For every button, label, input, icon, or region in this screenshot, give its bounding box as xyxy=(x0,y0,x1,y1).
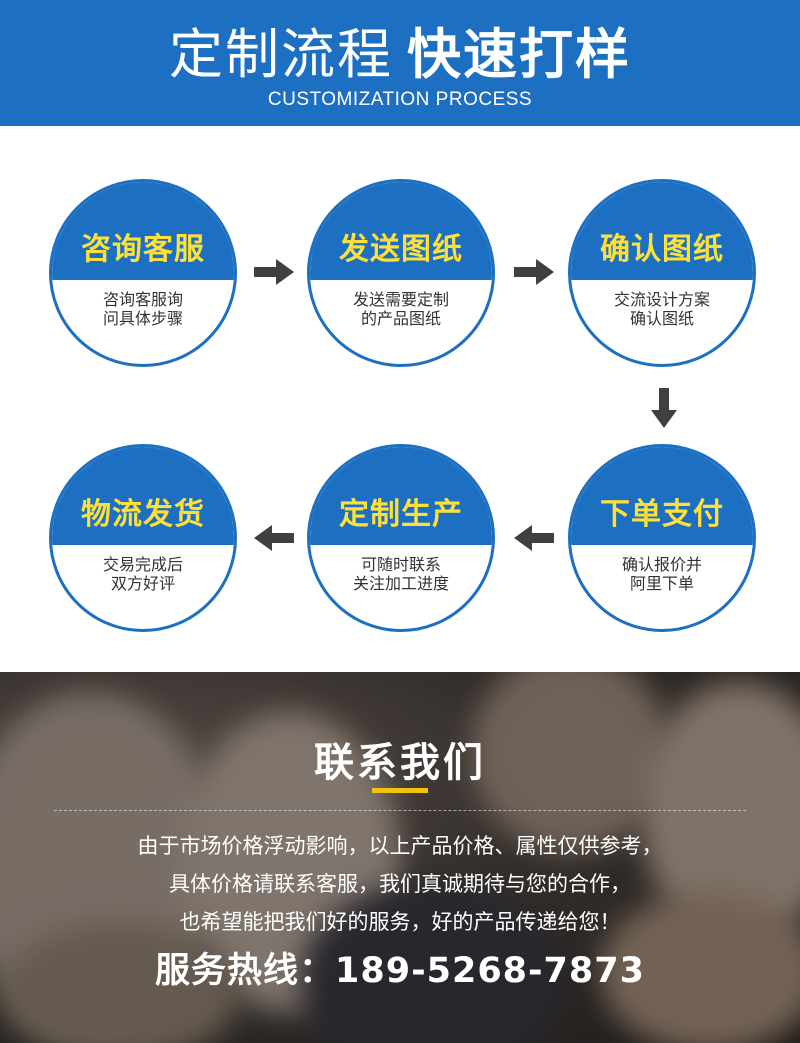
page-subtitle: CUSTOMIZATION PROCESS xyxy=(267,89,533,110)
step-description: 可随时联系 关注加工进度 xyxy=(350,555,452,593)
step-desc-line: 确认图纸 xyxy=(629,309,694,328)
arrow-left-icon xyxy=(254,523,294,553)
contact-notice-line: 也希望能把我们好的服务，好的产品传递给您！ xyxy=(179,910,621,934)
step-desc-line: 阿里下单 xyxy=(629,574,694,593)
step-desc-line: 可随时联系 xyxy=(360,555,441,574)
title-light: 定制流程 xyxy=(169,23,393,86)
step-send-drawings: 发送图纸 发送需要定制 的产品图纸 xyxy=(307,179,495,367)
contact-notice-line: 由于市场价格浮动影响，以上产品价格、属性仅供参考， xyxy=(137,834,663,858)
step-desc-line: 交易完成后 xyxy=(102,555,183,574)
step-logistics-shipping: 物流发货 交易完成后 双方好评 xyxy=(49,444,237,632)
step-desc-line: 咨询客服询 xyxy=(102,290,183,309)
contact-notice-line: 具体价格请联系客服，我们真诚期待与您的合作， xyxy=(169,872,631,896)
background-photo xyxy=(0,922,240,1043)
step-header xyxy=(310,447,492,545)
step-header xyxy=(52,182,234,280)
contact-section: 联系我们 由于市场价格浮动影响，以上产品价格、属性仅供参考， 具体价格请联系客服… xyxy=(0,672,800,1043)
process-flow: 咨询客服 咨询客服询 问具体步骤 发送图纸 发送需要定制 的产品图纸 确认图纸 … xyxy=(0,126,800,672)
background-photo xyxy=(470,672,670,852)
page-title: 定制流程快速打样 xyxy=(0,10,800,89)
header-banner: 定制流程快速打样 CUSTOMIZATION PROCESS xyxy=(0,0,800,126)
hotline-number[interactable]: 189-5268-7873 xyxy=(335,951,645,991)
background-photo xyxy=(600,892,800,1043)
dashed-divider xyxy=(54,810,746,811)
step-header xyxy=(310,182,492,280)
step-consult-service: 咨询客服 咨询客服询 问具体步骤 xyxy=(49,179,237,367)
arrow-right-icon xyxy=(254,257,294,287)
step-desc-line: 发送需要定制 xyxy=(352,290,449,309)
step-description: 发送需要定制 的产品图纸 xyxy=(350,290,452,328)
arrow-left-icon xyxy=(514,523,554,553)
title-underline xyxy=(372,788,428,793)
step-custom-production: 定制生产 可随时联系 关注加工进度 xyxy=(307,444,495,632)
contact-title: 联系我们 xyxy=(314,740,486,786)
step-title: 下单支付 xyxy=(600,497,724,532)
step-desc-line: 关注加工进度 xyxy=(352,574,449,593)
step-description: 确认报价并 阿里下单 xyxy=(611,555,713,593)
hotline-label: 服务热线： xyxy=(155,951,336,991)
background-photo xyxy=(300,882,560,1043)
step-desc-line: 交流设计方案 xyxy=(613,290,710,309)
background-overlay xyxy=(0,672,800,1043)
step-desc-line: 双方好评 xyxy=(110,574,175,593)
step-confirm-drawings: 确认图纸 交流设计方案 确认图纸 xyxy=(568,179,756,367)
step-description: 交流设计方案 确认图纸 xyxy=(611,290,713,328)
step-title: 确认图纸 xyxy=(600,232,724,267)
step-header xyxy=(571,447,753,545)
step-desc-line: 确认报价并 xyxy=(621,555,702,574)
step-desc-line: 的产品图纸 xyxy=(360,309,441,328)
step-description: 咨询客服询 问具体步骤 xyxy=(92,290,194,328)
step-order-payment: 下单支付 确认报价并 阿里下单 xyxy=(568,444,756,632)
step-title: 定制生产 xyxy=(339,497,463,532)
service-hotline: 服务热线：189-5268-7873 xyxy=(0,942,800,993)
step-header xyxy=(571,182,753,280)
step-header xyxy=(52,447,234,545)
step-description: 交易完成后 双方好评 xyxy=(92,555,194,593)
step-title: 物流发货 xyxy=(81,497,205,532)
arrow-right-icon xyxy=(514,257,554,287)
step-desc-line: 问具体步骤 xyxy=(102,309,183,328)
arrow-down-icon xyxy=(649,388,679,428)
step-title: 发送图纸 xyxy=(339,232,463,267)
title-bold: 快速打样 xyxy=(407,23,631,86)
step-title: 咨询客服 xyxy=(81,232,205,267)
